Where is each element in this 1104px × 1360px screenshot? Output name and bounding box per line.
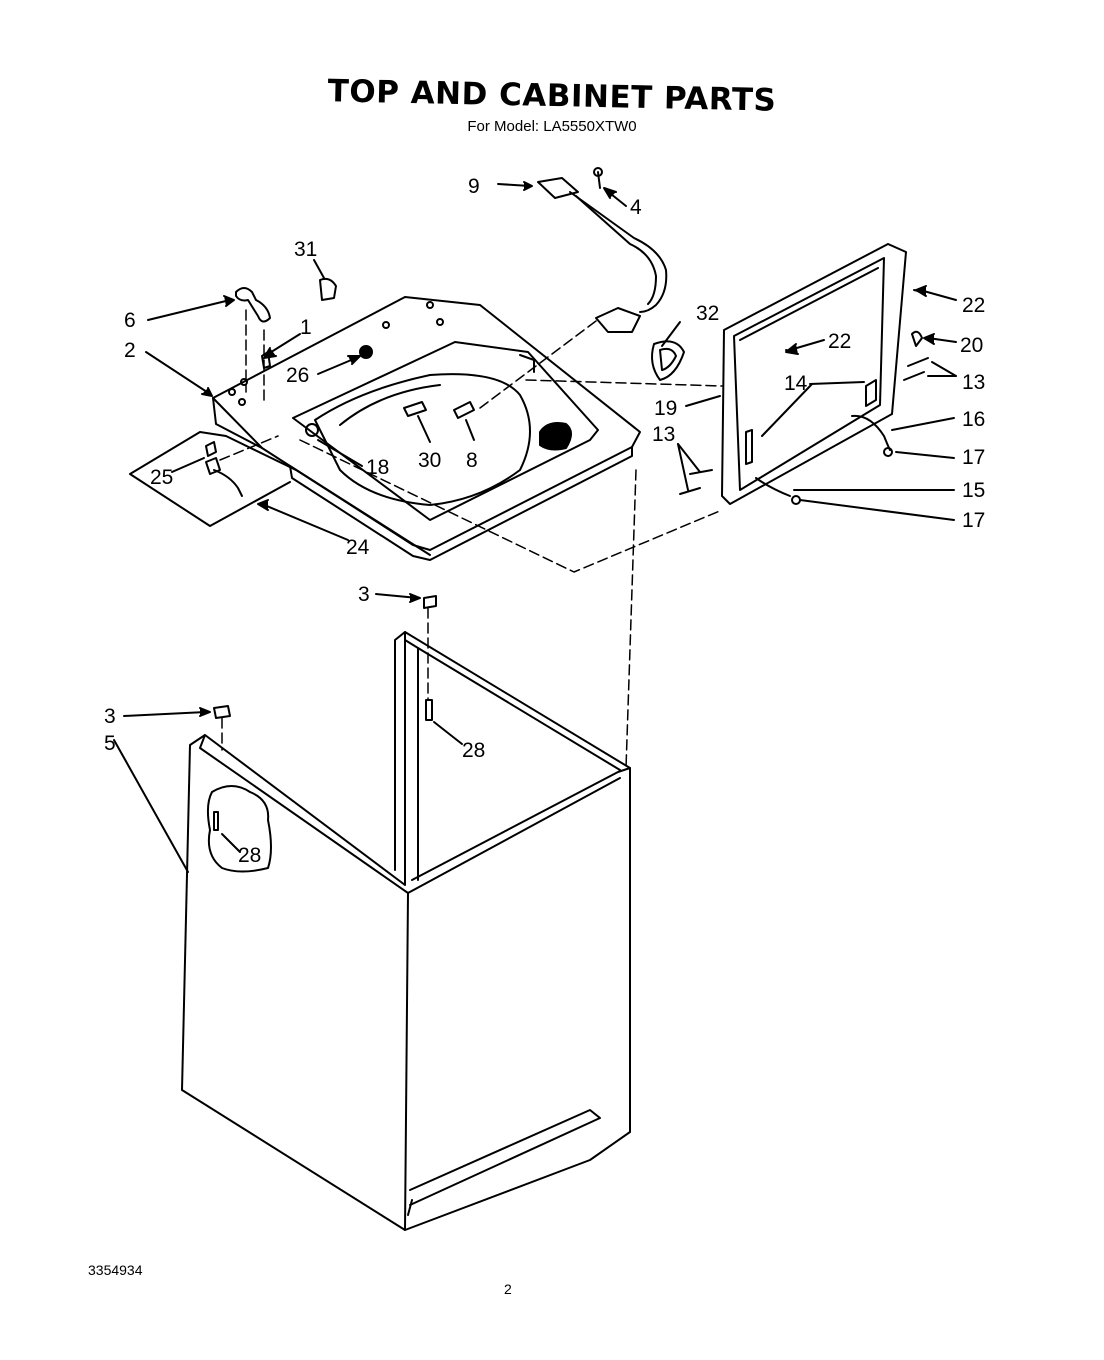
document-number: 3354934 <box>88 1262 143 1278</box>
lid-switch-harness <box>537 167 668 333</box>
callout-14: 14 <box>784 372 808 395</box>
callout-17-upper: 17 <box>962 446 985 469</box>
callout-5: 5 <box>104 732 116 755</box>
callout-6: 6 <box>124 309 136 332</box>
callout-32: 32 <box>696 302 719 325</box>
cabinet <box>181 595 631 1231</box>
model-subtitle: For Model: LA5550XTW0 <box>467 118 637 135</box>
callout-24: 24 <box>346 536 370 559</box>
callout-25: 25 <box>150 466 173 489</box>
leader-lines <box>113 181 957 873</box>
callout-labels: 9 4 31 32 6 1 2 26 22 22 20 13 14 19 16 … <box>104 175 985 867</box>
alignment-lines <box>219 309 723 769</box>
callout-19: 19 <box>654 397 677 420</box>
callout-28-lower: 28 <box>238 844 261 867</box>
callout-30: 30 <box>418 449 441 472</box>
small-parts <box>205 277 929 505</box>
callout-15: 15 <box>962 479 985 502</box>
page-number: 2 <box>504 1281 512 1297</box>
callout-3-upper: 3 <box>358 583 370 606</box>
callout-9: 9 <box>468 175 480 198</box>
callout-17-lower: 17 <box>962 509 985 532</box>
callout-2: 2 <box>124 339 136 362</box>
callout-28-upper: 28 <box>462 739 485 762</box>
callout-22-outer: 22 <box>962 294 985 317</box>
callout-13-left: 13 <box>652 423 675 446</box>
callout-1: 1 <box>300 316 312 339</box>
lid <box>721 243 907 505</box>
callout-4: 4 <box>630 196 642 219</box>
callout-16: 16 <box>962 408 985 431</box>
callout-3-lower: 3 <box>104 705 116 728</box>
callout-8: 8 <box>466 449 478 472</box>
callout-22-inner: 22 <box>828 330 851 353</box>
callout-18: 18 <box>366 456 389 479</box>
callout-26: 26 <box>286 364 309 387</box>
callout-31: 31 <box>294 238 317 261</box>
callout-13-right: 13 <box>962 371 985 394</box>
top-panel <box>212 296 641 561</box>
callout-20: 20 <box>960 334 983 357</box>
